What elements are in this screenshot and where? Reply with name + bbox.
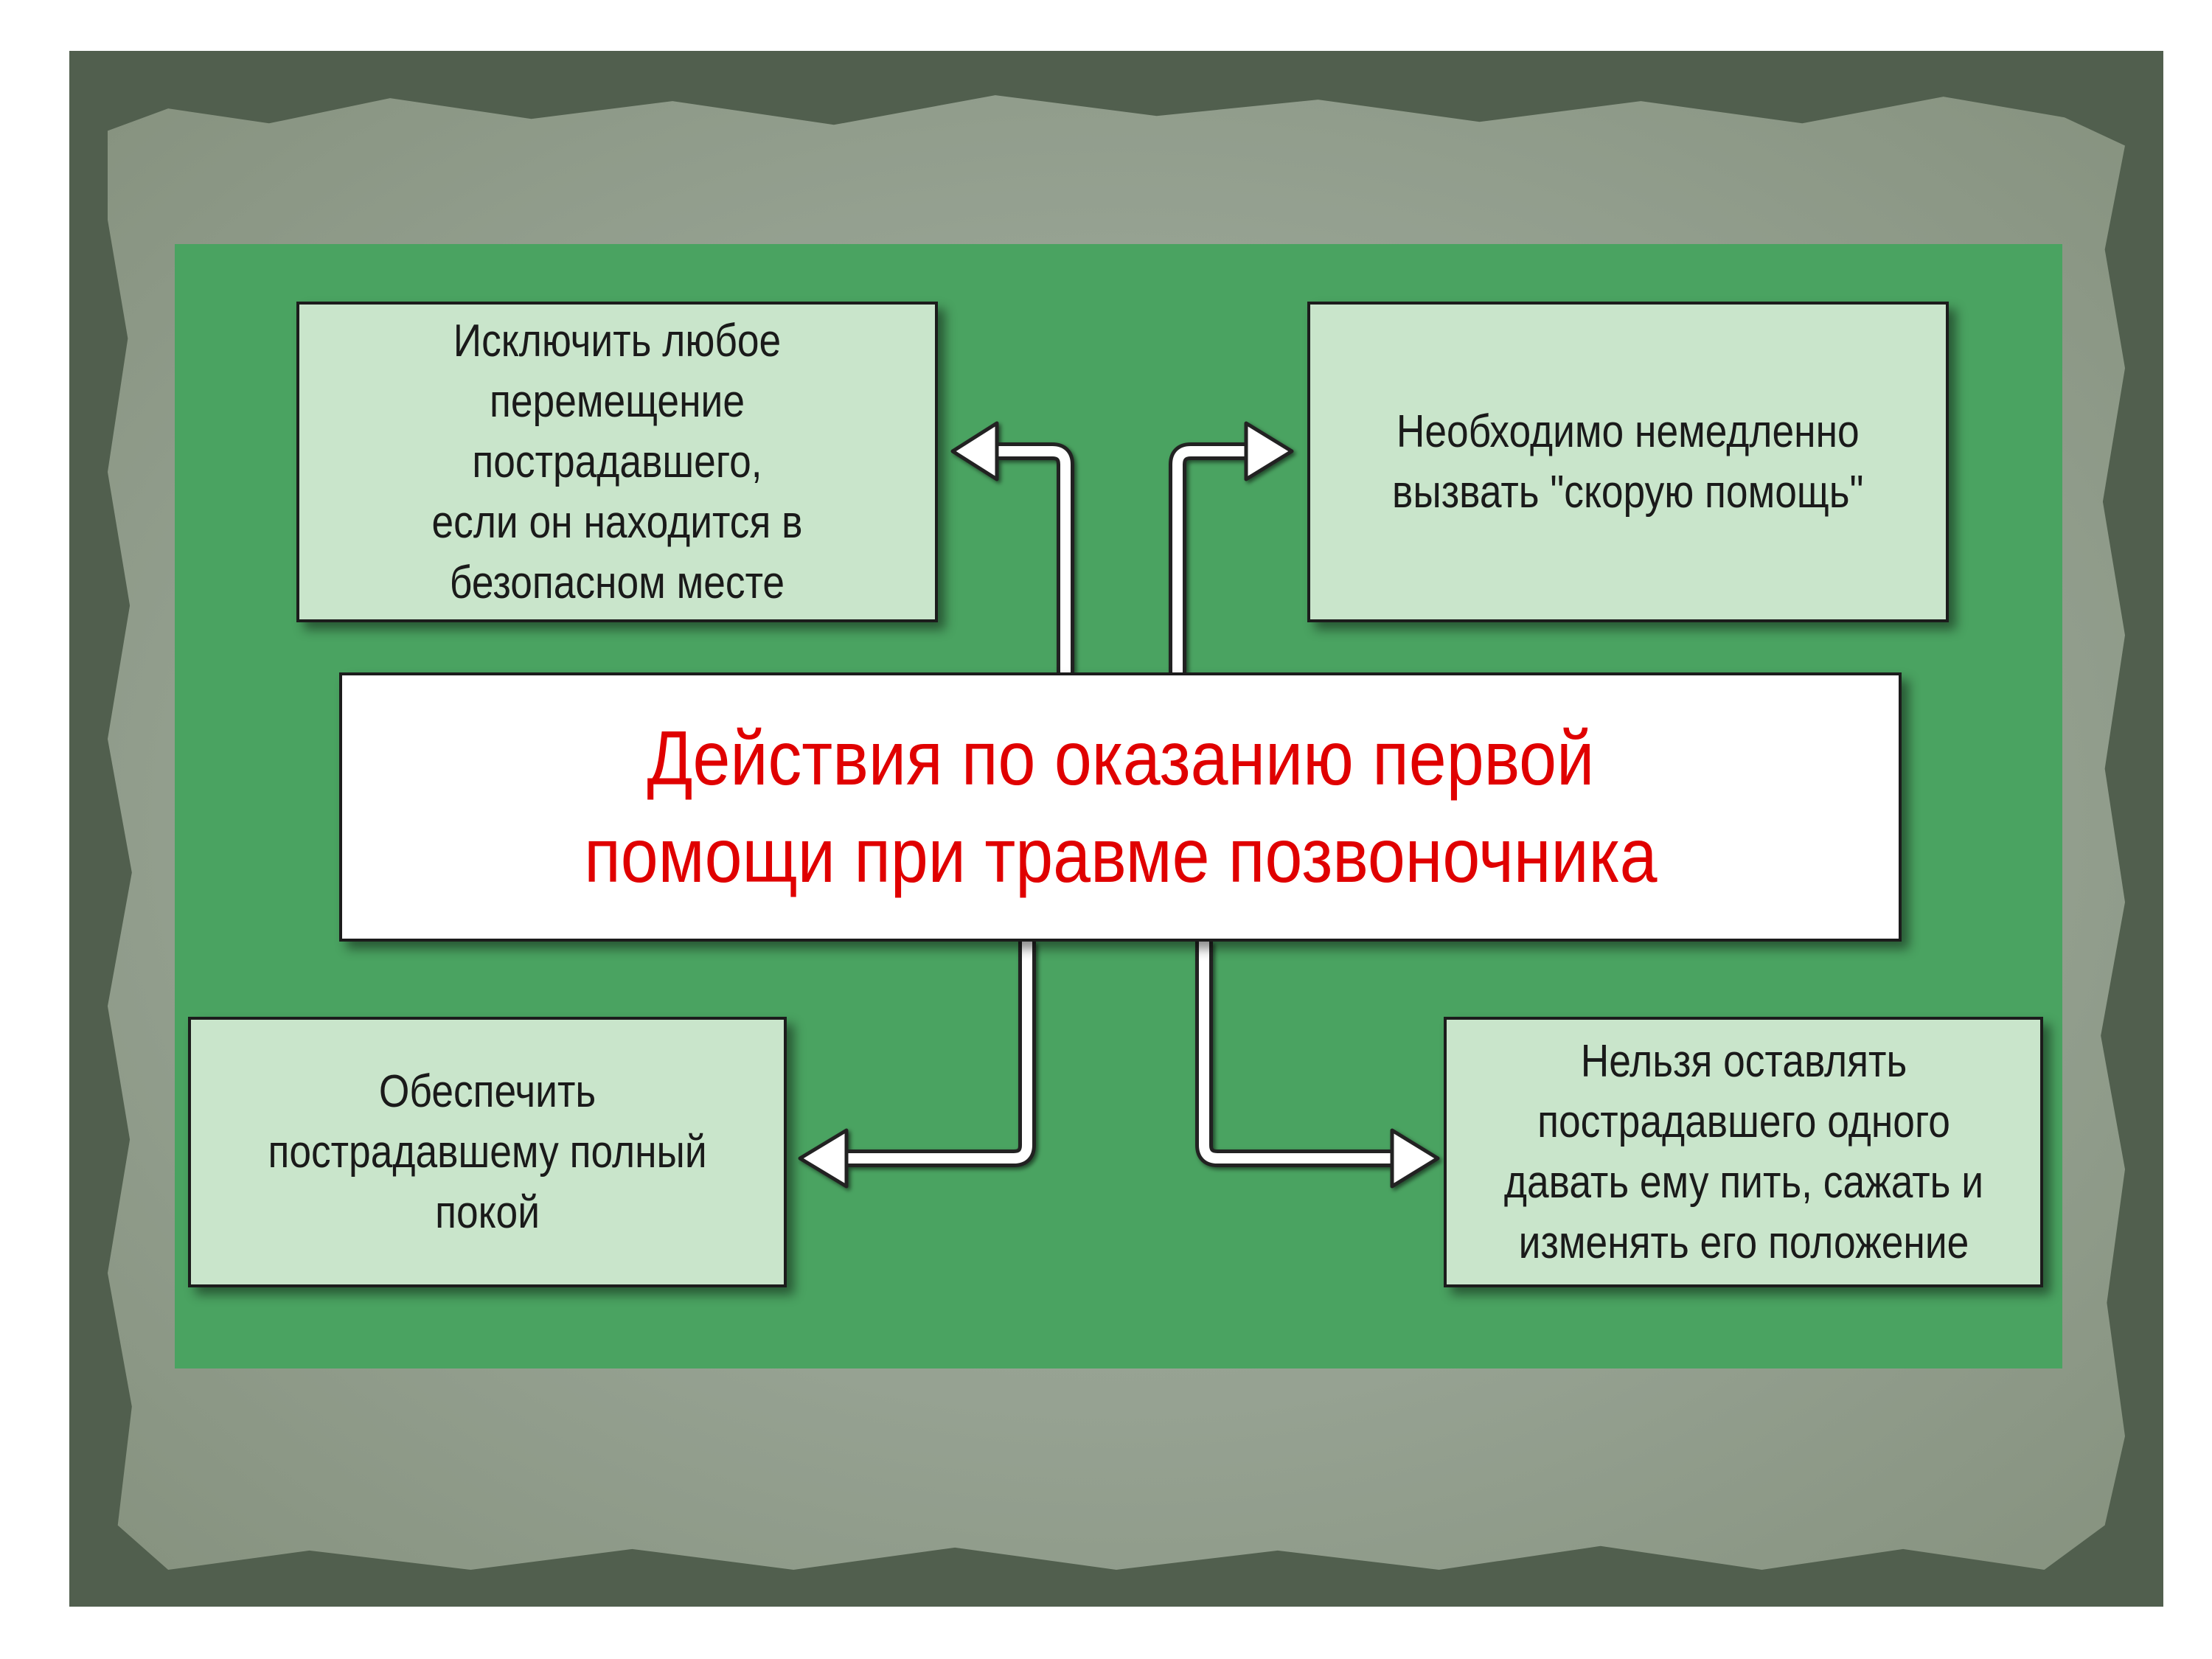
box-no-movement: Исключить любое перемещение пострадавшег… bbox=[296, 302, 938, 622]
box-no-movement-text: Исключить любое перемещение пострадавшег… bbox=[431, 315, 803, 608]
box-call-ambulance: Необходимо немедленно вызвать "скорую по… bbox=[1307, 302, 1949, 622]
central-topic-box: Действия по оказанию первой помощи при т… bbox=[339, 672, 1902, 942]
box-full-rest: Обеспечить пострадавшему полный покой bbox=[188, 1017, 787, 1287]
box-call-ambulance-text: Необходимо немедленно вызвать "скорую по… bbox=[1392, 406, 1864, 518]
box-full-rest-text: Обеспечить пострадавшему полный покой bbox=[268, 1065, 707, 1238]
diagram-title: Действия по оказанию первой помощи при т… bbox=[583, 715, 1658, 899]
box-prohibitions-text: Нельзя оставлять пострадавшего одного да… bbox=[1503, 1035, 1983, 1268]
box-prohibitions: Нельзя оставлять пострадавшего одного да… bbox=[1444, 1017, 2043, 1287]
